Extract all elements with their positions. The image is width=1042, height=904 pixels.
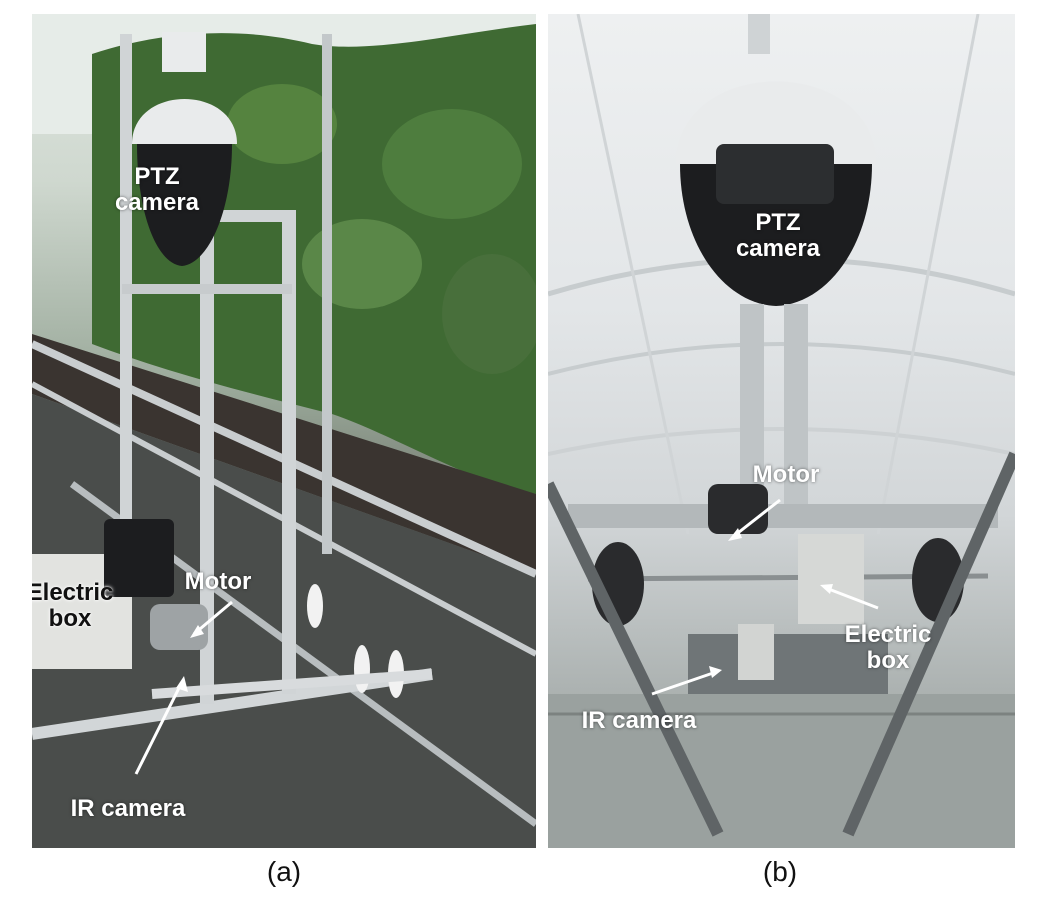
motor-b (708, 484, 768, 534)
ptz-camera-housing-b (676, 81, 876, 164)
label-motor-a: Motor (184, 568, 252, 595)
label-ptz-camera-a: PTZ camera (114, 163, 200, 216)
label-ir-camera-b: IR camera (581, 707, 697, 734)
greenhouse-rail-photo-a (32, 14, 536, 848)
ptz-camera-housing (132, 99, 237, 144)
label-ptz-camera-b: PTZ camera (735, 209, 821, 262)
ir-camera-arrow (134, 681, 184, 775)
electric-box-b (798, 534, 864, 624)
photo-panel-a: PTZ camera Electric box Motor IR camera (32, 14, 536, 848)
caption-b: (b) (762, 856, 798, 887)
photo-panel-b: PTZ camera Motor Electric box IR camera (548, 14, 1015, 848)
motor-arrow-b (733, 498, 781, 538)
caption-a: (a) (266, 856, 302, 887)
motor (150, 604, 208, 650)
ir-camera-arrow-b (651, 670, 717, 696)
label-electric-box-a: Electric box (32, 579, 114, 632)
ir-camera-b (738, 624, 774, 680)
label-ir-camera-a: IR camera (70, 795, 186, 822)
greenhouse-rail-photo-b (548, 14, 1015, 848)
electric-box-arrow-b (825, 586, 879, 610)
label-motor-b: Motor (752, 461, 820, 488)
label-electric-box-b: Electric box (844, 621, 932, 674)
